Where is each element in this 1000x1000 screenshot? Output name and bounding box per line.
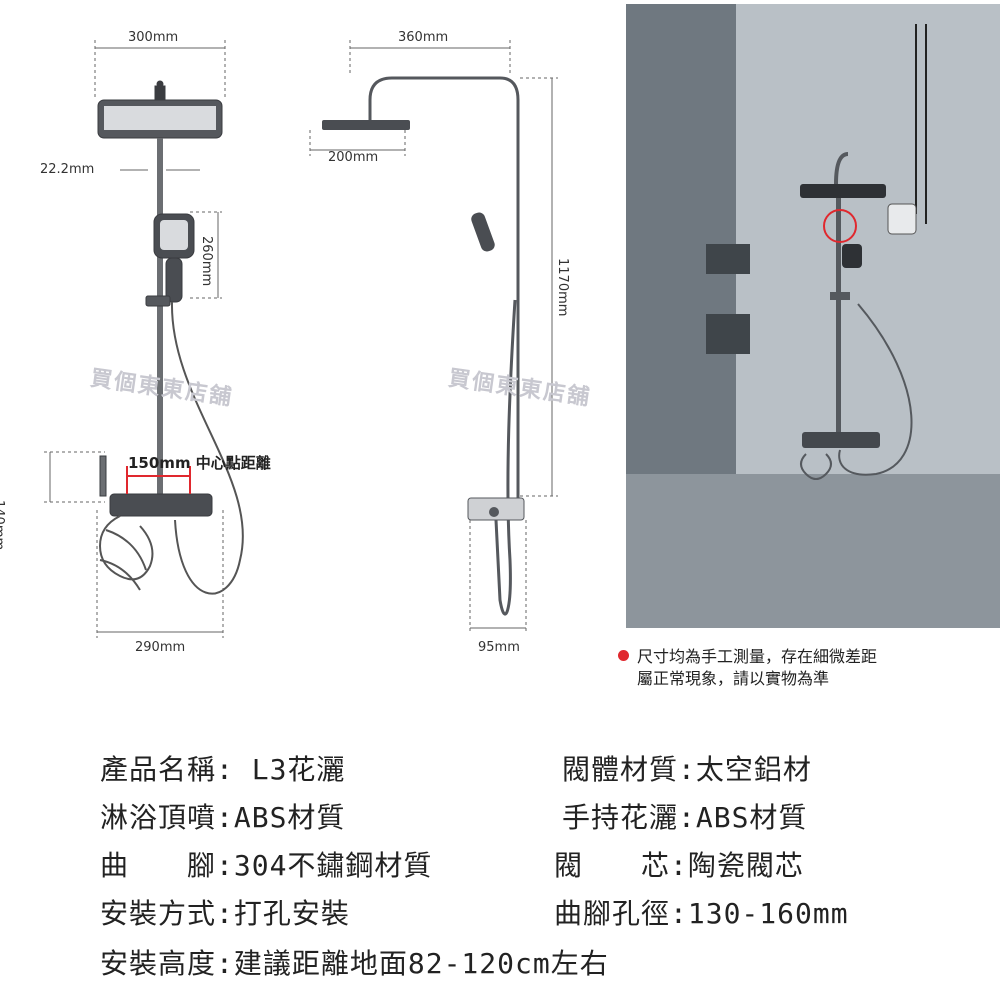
red-dot-icon <box>618 650 629 661</box>
note-line-1: 尺寸均為手工測量，存在細微差距 <box>637 647 878 666</box>
dim-pipe-diameter: 22.2mm <box>40 162 95 177</box>
note-line-2: 屬正常現象，請以實物為準 <box>637 669 830 688</box>
bathroom-photo <box>626 4 1000 628</box>
spec-leg-hole: 曲腳孔徑:130-160mm <box>554 897 849 930</box>
dim-head-diameter: 200mm <box>328 150 379 165</box>
dim-arm-width: 360mm <box>398 30 449 45</box>
front-view-drawing <box>44 40 558 638</box>
spec-leg: 曲 腳:304不鏽鋼材質 <box>100 849 433 882</box>
bathroom-photo-illustration <box>626 4 1000 628</box>
dim-base-width: 95mm <box>478 640 520 655</box>
spec-install-height: 安裝高度:建議距離地面82-120cm左右 <box>100 947 609 980</box>
dim-valve-width: 290mm <box>135 640 186 655</box>
dim-valve-height: 140mm <box>0 500 6 551</box>
spec-product-name: 產品名稱: L3花灑 <box>100 753 346 786</box>
spec-valve-material: 閥體材質:太空鋁材 <box>562 753 812 786</box>
measurement-note: 尺寸均為手工測量，存在細微差距 屬正常現象，請以實物為準 <box>618 646 998 690</box>
dim-handheld-height: 260mm <box>199 236 214 287</box>
spec-top-spray: 淋浴頂噴:ABS材質 <box>100 801 346 834</box>
dim-total-height: 1170mm <box>555 258 570 317</box>
spec-install-method: 安裝方式:打孔安裝 <box>100 897 350 930</box>
spec-handheld: 手持花灑:ABS材質 <box>562 801 808 834</box>
dim-center-distance: 150mm 中心點距離 <box>128 454 271 472</box>
spec-core: 閥 芯:陶瓷閥芯 <box>554 849 804 882</box>
dim-top-width: 300mm <box>128 30 179 45</box>
